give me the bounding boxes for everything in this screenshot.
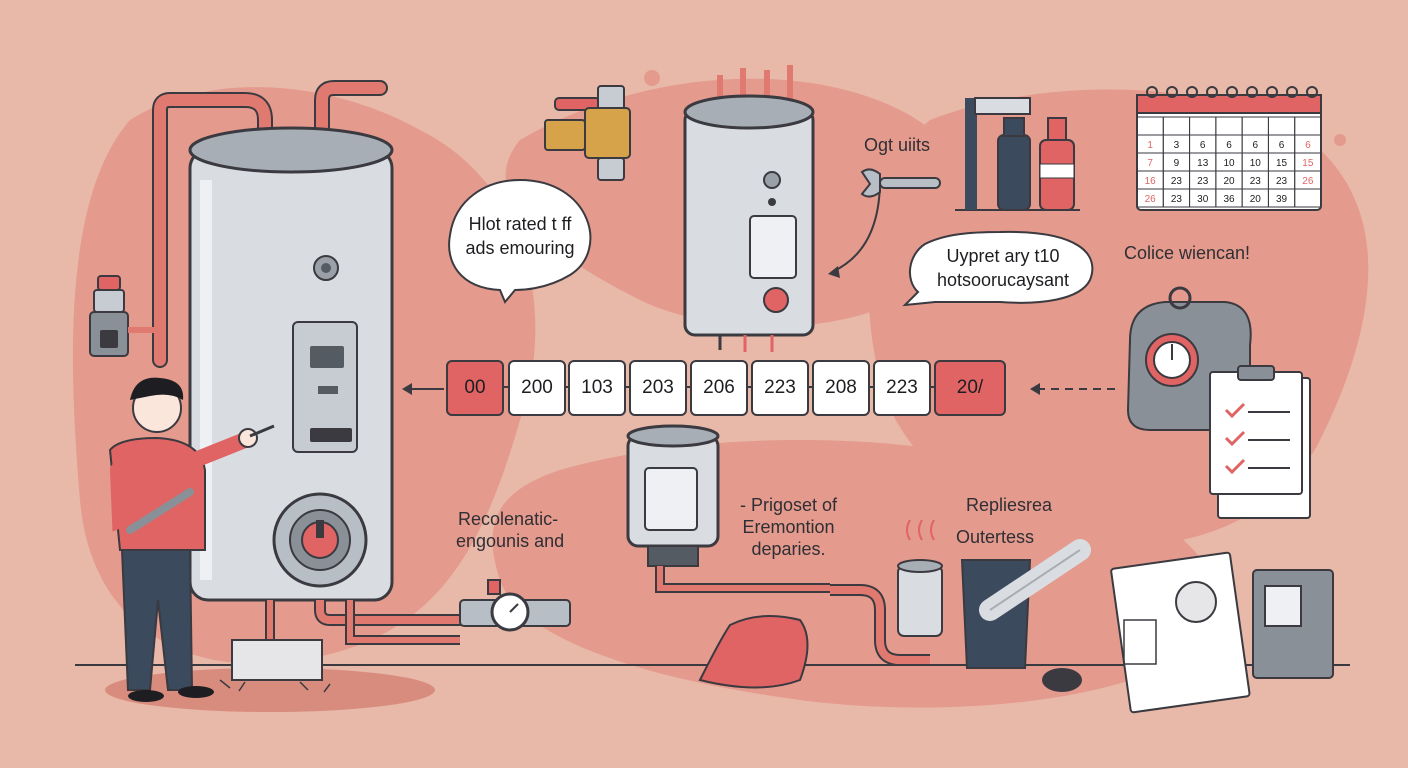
compact-water-heater (626, 424, 830, 593)
checklist-clipboard (1209, 365, 1311, 519)
calendar-ring (1306, 86, 1318, 98)
calendar-ring (1246, 86, 1258, 98)
timeline-cell: 208 (812, 360, 870, 416)
prigoset-label: - Prigoset of Eremontion deparies. (740, 494, 837, 560)
gauge-valve (459, 579, 571, 632)
pressure-relief-valve (89, 275, 160, 357)
timeline-cell: 200 (508, 360, 566, 416)
calendar-day: 26 (1145, 194, 1157, 205)
control-box (1252, 569, 1334, 679)
recolenatic-line: Recolenatic- (458, 509, 559, 529)
calendar-ring (1186, 86, 1198, 98)
calendar-day: 36 (1223, 194, 1235, 205)
speech-bubble-left-text: Hlot rated t ff ads emouring (458, 212, 582, 260)
calendar-ring (1266, 86, 1278, 98)
calendar-day: 7 (1147, 158, 1153, 169)
timeline-cell: 203 (629, 360, 687, 416)
curved-arrow (831, 179, 881, 273)
recolenatic-line: engounis and (456, 531, 565, 551)
bubble-right-line: Uypret ary t10 (946, 246, 1060, 266)
bubble-right-line: hotsoorucaysant (936, 270, 1070, 290)
calendar-day: 1 (1147, 140, 1153, 151)
calendar-day: 23 (1171, 194, 1183, 205)
recolenatic-label: Recolenatic- engounis and (452, 508, 564, 552)
tools-label: Ogt uiits (864, 135, 931, 155)
timeline-cell: 00 (446, 360, 504, 416)
calendar-day: 26 (1302, 176, 1314, 187)
red-cloth (698, 615, 809, 689)
calendar-day: 20 (1250, 194, 1262, 205)
calendar-day: 6 (1200, 140, 1206, 151)
speech-bubble-right (902, 230, 1094, 307)
timeline-cell: 223 (873, 360, 931, 416)
calendar-day: 15 (1302, 158, 1314, 169)
calendar-day: 10 (1250, 158, 1262, 169)
heating-element (897, 519, 943, 637)
tank-water-heater (683, 65, 815, 352)
large-water-heater (152, 80, 470, 693)
calendar-day: 10 (1223, 158, 1235, 169)
manual-document (1110, 551, 1251, 714)
calendar-day: 6 (1253, 140, 1259, 151)
calendar-ring (1226, 86, 1238, 98)
supply-shelf (955, 97, 1080, 211)
calendar-day: 16 (1145, 176, 1157, 187)
calendar-day: 6 (1226, 140, 1232, 151)
calendar-day: 39 (1276, 194, 1288, 205)
calendar-day: 6 (1305, 140, 1311, 151)
bubble-left-line: Hlot rated t ff (468, 214, 572, 234)
repliesrea-label: Repliesrea (966, 495, 1053, 515)
calendar-day: 23 (1171, 176, 1183, 187)
timeline-cell: 20/ (934, 360, 1006, 416)
speech-bubble-left (448, 178, 592, 304)
calendar-day: 6 (1279, 140, 1285, 151)
calendar-cell (1294, 188, 1322, 208)
calendar-ring (1206, 86, 1218, 98)
arrowhead (402, 383, 412, 395)
prigoset-line: - Prigoset of (740, 495, 838, 515)
calendar-day: 20 (1223, 176, 1235, 187)
arrowhead (1030, 383, 1040, 395)
outertess-label: Outertess (956, 527, 1035, 547)
timeline-cell: 206 (690, 360, 748, 416)
calendar-day: 30 (1197, 194, 1209, 205)
calendar-ring (1146, 86, 1158, 98)
calendar-day: 3 (1174, 140, 1180, 151)
timeline-cell: 103 (568, 360, 626, 416)
bubble-left-line: ads emouring (465, 238, 575, 258)
calendar-day: 9 (1174, 158, 1180, 169)
calendar-day: 15 (1276, 158, 1288, 169)
drain-bucket (960, 539, 1091, 692)
brass-valve (544, 85, 631, 181)
calendar-day: 23 (1250, 176, 1262, 187)
prigoset-line: deparies. (751, 539, 826, 559)
speech-bubble-right-text: Uypret ary t10 hotsoorucaysant (918, 244, 1088, 292)
wrench-icon (860, 168, 941, 198)
decor-dot (1334, 134, 1346, 146)
calendar-ring (1286, 86, 1298, 98)
calendar-day: 23 (1197, 176, 1209, 187)
decor-dot (644, 70, 660, 86)
calendar-day: 23 (1276, 176, 1288, 187)
calendar-day: 13 (1197, 158, 1209, 169)
arrowhead (828, 266, 840, 278)
timeline-cell: 223 (751, 360, 809, 416)
calendar-ring (1166, 86, 1178, 98)
prigoset-line: Eremontion (742, 517, 835, 537)
decor-dot (434, 444, 446, 456)
checklist-top-label: Colice wiencan! (1124, 243, 1251, 263)
technician-person (108, 377, 275, 702)
